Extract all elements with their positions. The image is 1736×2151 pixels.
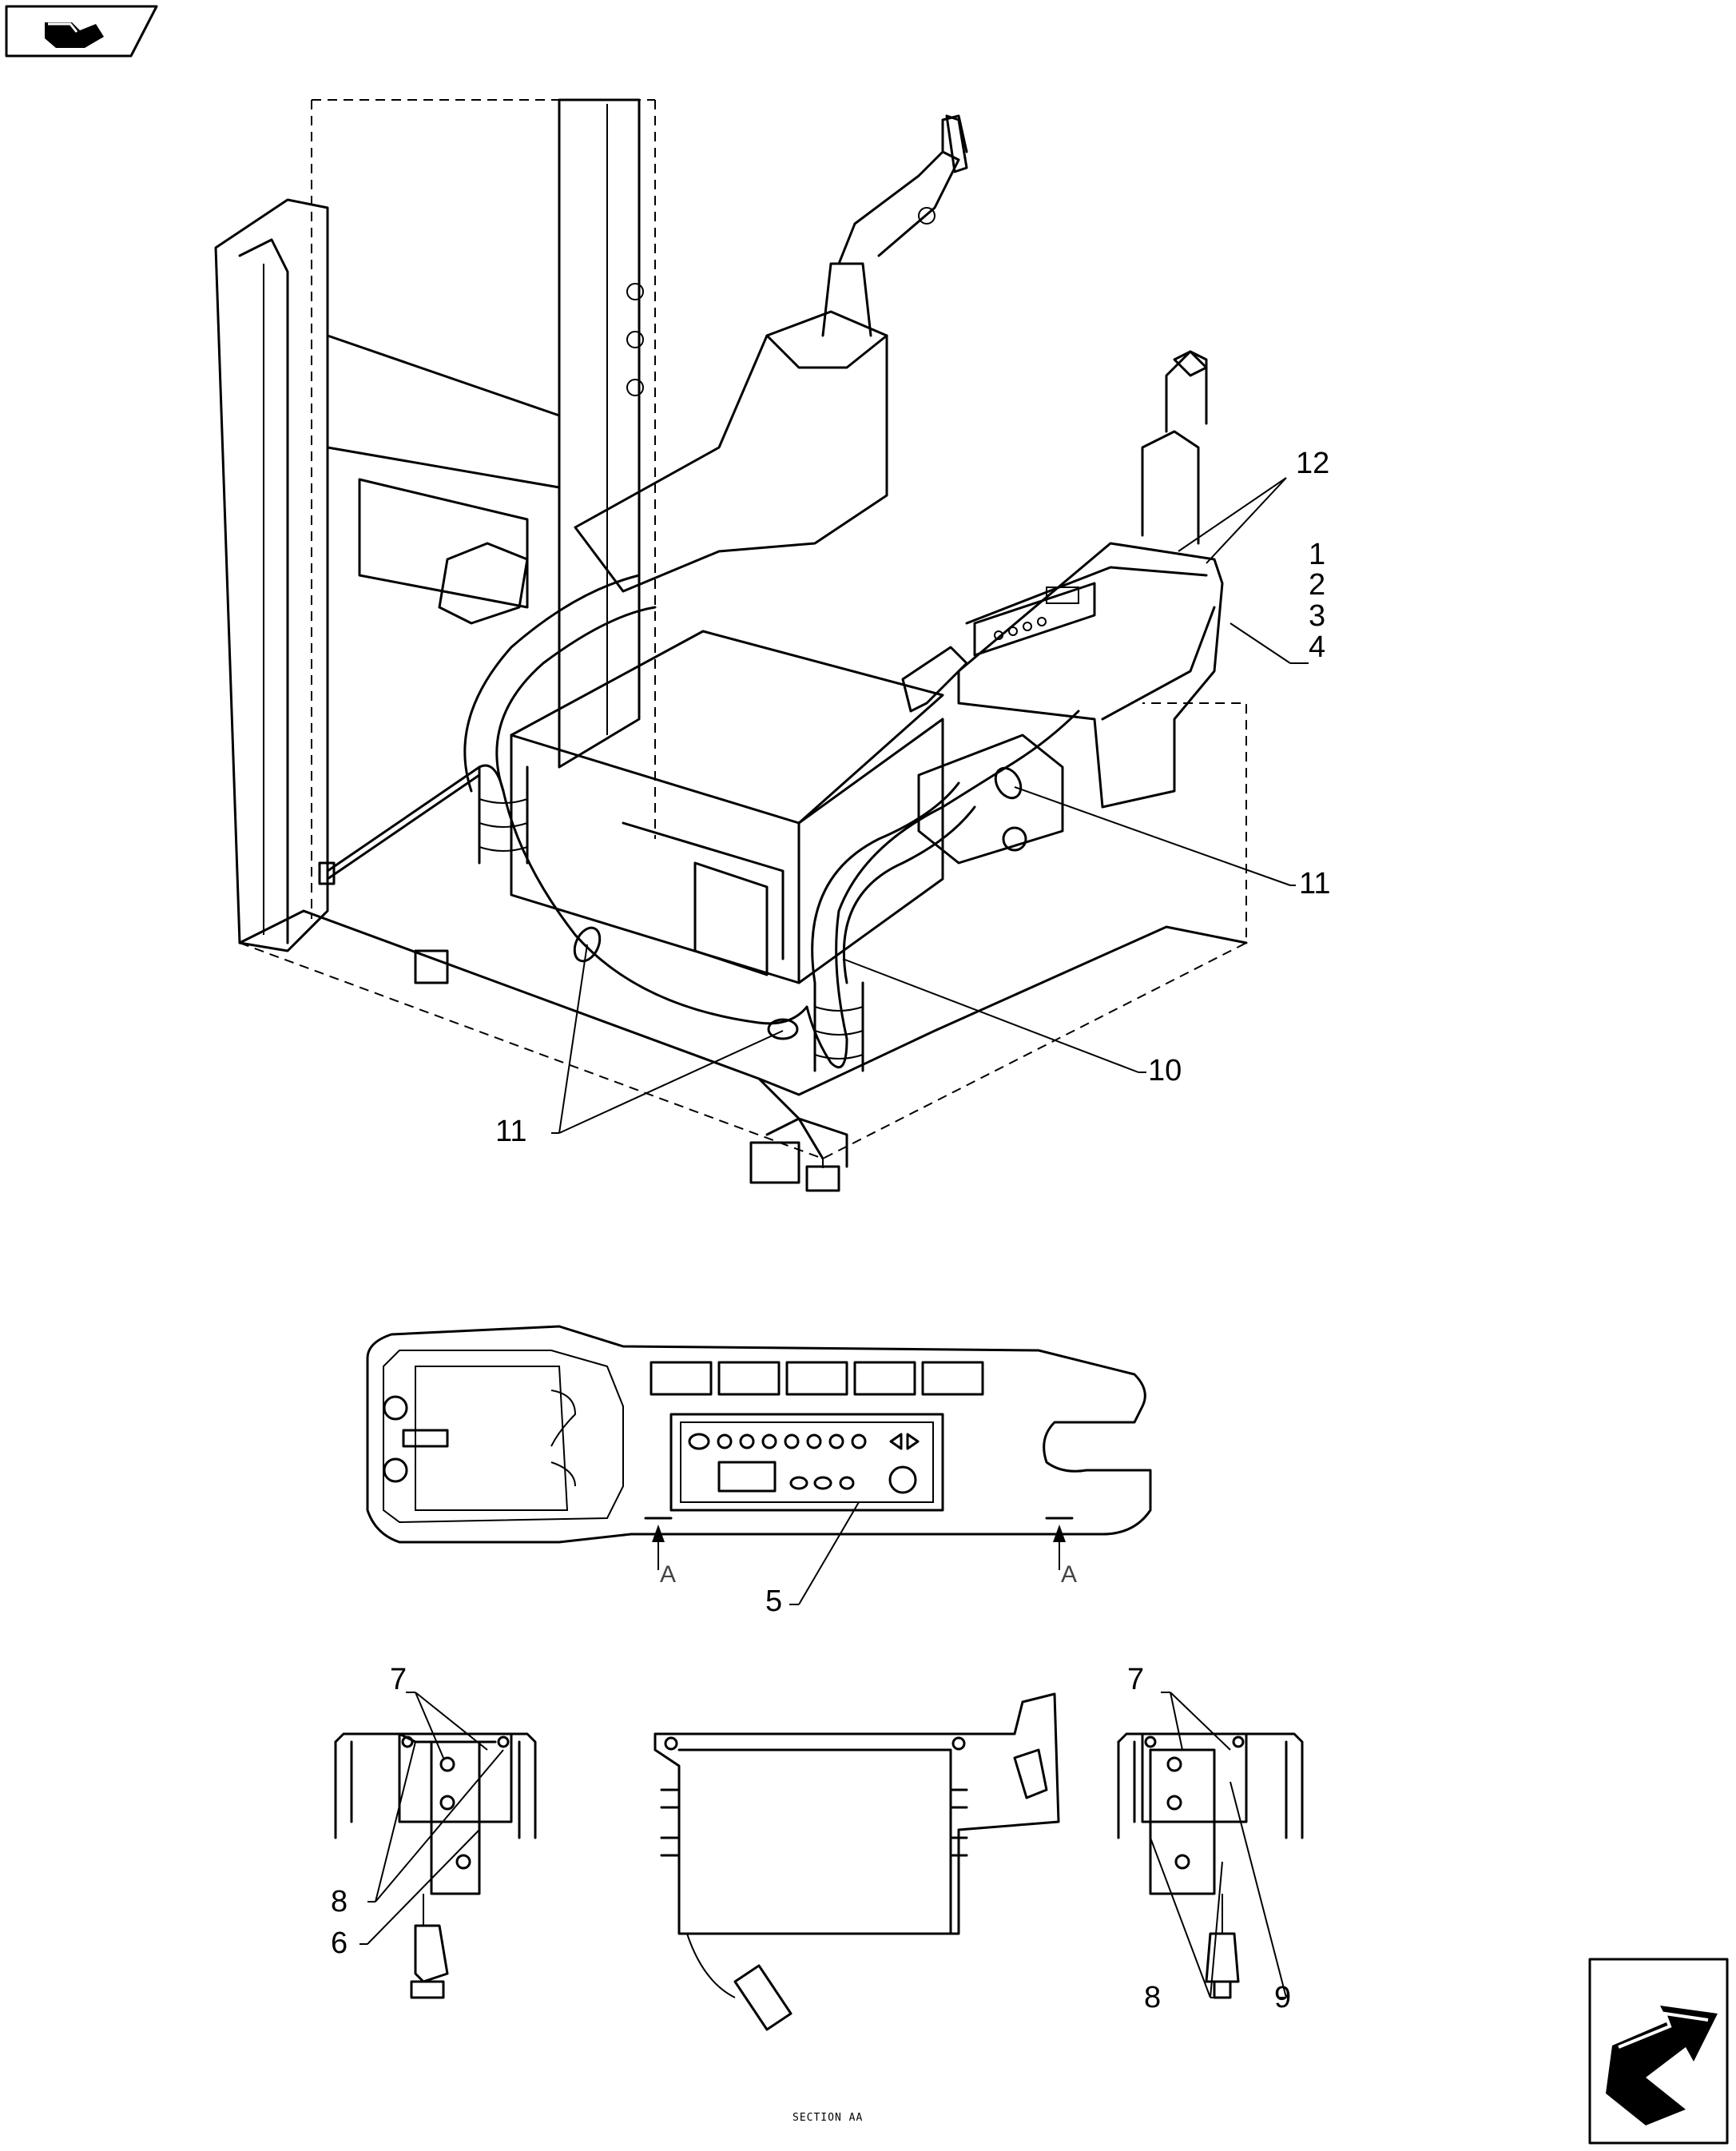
left-joystick-console bbox=[574, 114, 968, 593]
forward-arrow-icon[interactable] bbox=[1588, 1958, 1729, 2145]
callout-6: 6 bbox=[331, 1926, 348, 1960]
callout-9: 9 bbox=[1274, 1981, 1291, 2014]
callout-3: 3 bbox=[1309, 599, 1325, 633]
section-left-view bbox=[334, 1732, 537, 1999]
section-right-view bbox=[1117, 1732, 1304, 1999]
back-arrow-icon[interactable] bbox=[5, 5, 158, 58]
callout-8-right: 8 bbox=[1144, 1981, 1161, 2014]
callout-1: 1 bbox=[1309, 538, 1325, 571]
callout-7-left: 7 bbox=[390, 1663, 407, 1696]
section-mark-left: A bbox=[660, 1561, 676, 1588]
cab-frame-assembly bbox=[214, 98, 1248, 1192]
section-center-view bbox=[653, 1692, 1060, 2031]
console-top-view bbox=[366, 1325, 1152, 1570]
suspension-bellows bbox=[478, 765, 864, 1072]
wiring-harness bbox=[318, 710, 1080, 1069]
section-caption: SECTION AA bbox=[793, 2112, 863, 2124]
right-joystick-console bbox=[901, 350, 1224, 865]
callout-10: 10 bbox=[1148, 1054, 1182, 1087]
leader-lines-main bbox=[558, 477, 1291, 1134]
section-arrow-right bbox=[1045, 1517, 1074, 1570]
callout-4: 4 bbox=[1309, 630, 1325, 664]
callout-11-left: 11 bbox=[495, 1115, 526, 1148]
callout-8-left: 8 bbox=[331, 1885, 348, 1918]
callout-7-right: 7 bbox=[1127, 1663, 1144, 1696]
callout-5: 5 bbox=[765, 1584, 782, 1618]
section-mark-right: A bbox=[1061, 1561, 1077, 1588]
callout-2: 2 bbox=[1309, 568, 1325, 602]
section-arrow-left bbox=[644, 1517, 673, 1570]
callout-11-right: 11 bbox=[1299, 867, 1330, 901]
callout-12: 12 bbox=[1296, 447, 1329, 480]
